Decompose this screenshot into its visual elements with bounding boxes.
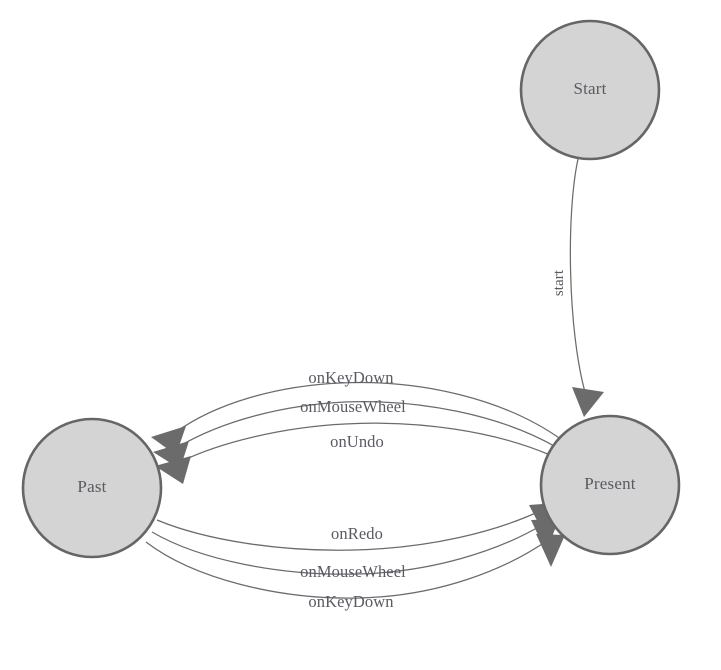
edge-label-present-past-onmousewheel: onMouseWheel bbox=[300, 397, 406, 416]
node-start[interactable]: Start bbox=[519, 19, 661, 161]
node-start-circle[interactable] bbox=[519, 19, 661, 161]
edge-present-to-past-onundo[interactable]: onUndo bbox=[155, 422, 551, 484]
node-past[interactable]: Past bbox=[21, 417, 163, 559]
edge-start-to-present[interactable]: start bbox=[551, 158, 604, 417]
edge-label-start: start bbox=[551, 269, 567, 296]
node-start-label: Start bbox=[573, 79, 606, 98]
edge-past-to-present-onkeydown-arrowhead bbox=[536, 534, 565, 567]
edge-label-past-present-onmousewheel: onMouseWheel bbox=[300, 562, 406, 581]
node-past-circle[interactable] bbox=[21, 417, 163, 559]
edge-label-past-present-onredo: onRedo bbox=[331, 524, 383, 543]
node-present-label: Present bbox=[584, 474, 636, 493]
edge-past-to-present-onredo[interactable]: onRedo bbox=[156, 503, 556, 551]
edge-past-to-present-onkeydown[interactable]: onKeyDown bbox=[145, 534, 565, 611]
edge-label-present-past-onundo: onUndo bbox=[330, 432, 384, 451]
node-present-circle[interactable] bbox=[539, 414, 681, 556]
edge-past-to-present-onredo-path bbox=[156, 510, 541, 551]
edge-present-to-past-onundo-path bbox=[179, 422, 551, 463]
node-present[interactable]: Present bbox=[539, 414, 681, 556]
edge-start-to-present-path bbox=[569, 158, 586, 393]
edge-past-to-present-onkeydown-path bbox=[145, 539, 549, 599]
edge-present-to-past-onmousewheel-path bbox=[177, 401, 557, 448]
node-past-label: Past bbox=[77, 477, 106, 496]
edge-label-present-past-onkeydown: onKeyDown bbox=[308, 368, 393, 387]
edge-present-to-past-onundo-arrowhead bbox=[155, 456, 191, 484]
edge-start-to-present-arrowhead bbox=[572, 387, 604, 417]
edge-present-to-past-onkeydown-path bbox=[175, 381, 563, 441]
edge-label-past-present-onkeydown: onKeyDown bbox=[308, 592, 393, 611]
edge-past-to-present-onmousewheel-path bbox=[151, 524, 543, 575]
